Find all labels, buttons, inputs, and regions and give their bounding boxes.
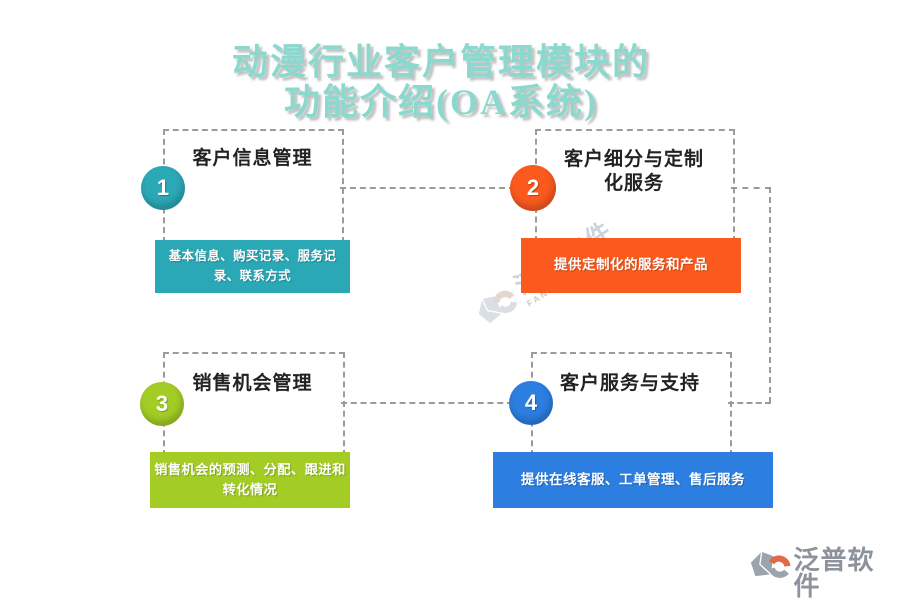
section-3-number-badge: 3 <box>140 382 184 426</box>
section-1-detail-box: 基本信息、购买记录、服务记录、联系方式 <box>155 240 350 293</box>
section-4-number-badge: 4 <box>509 381 553 425</box>
section-2-detail-box: 提供定制化的服务和产品 <box>521 238 741 293</box>
section-3-number: 3 <box>155 391 169 416</box>
footer-brand: 泛普软件 <box>793 546 875 600</box>
section-3-heading: 销售机会管理 <box>192 373 313 394</box>
connector-section1-to-section2 <box>340 187 515 189</box>
section-4-panel <box>531 352 732 456</box>
section-3-detail-text: 销售机会的预测、分配、跟进和转化情况 <box>154 461 346 497</box>
section-1-heading: 客户信息管理 <box>192 148 313 169</box>
section-3-panel <box>163 352 345 456</box>
connector-section2-to-section4-vertical <box>769 187 771 403</box>
connector-section2-right-segment <box>731 187 771 189</box>
section-4-heading: 客户服务与支持 <box>559 373 700 394</box>
connector-section4-right-segment <box>728 402 771 404</box>
section-4-number: 4 <box>524 390 538 415</box>
fanpu-watermark-icon <box>478 290 518 324</box>
section-1-number: 1 <box>156 175 170 200</box>
page-title-line-1: 动漫行业客户管理模块的 <box>231 42 650 82</box>
section-3-detail-box: 销售机会的预测、分配、跟进和转化情况 <box>150 452 350 508</box>
section-1-detail-text: 基本信息、购买记录、服务记录、联系方式 <box>168 249 337 283</box>
connector-section3-to-section4 <box>341 402 513 404</box>
page-title-line-2: 功能介绍(OA系统) <box>284 82 598 122</box>
section-4-detail-box: 提供在线客服、工单管理、售后服务 <box>493 452 773 508</box>
section-2-heading: 客户细分与定制化服务 <box>563 149 704 194</box>
watermark: 泛普软件 FANPU SOFTWARE <box>470 215 627 336</box>
footer-logo: 泛普软件 www.fanpusoft.com <box>750 548 900 600</box>
section-2-number: 2 <box>526 175 540 200</box>
section-4-detail-text: 提供在线客服、工单管理、售后服务 <box>521 471 745 487</box>
page-title: 动漫行业客户管理模块的 功能介绍(OA系统) <box>0 42 882 122</box>
section-2-detail-text: 提供定制化的服务和产品 <box>554 257 708 273</box>
fanpu-logo-icon <box>750 551 791 578</box>
section-1-number-badge: 1 <box>141 166 185 210</box>
section-2-number-badge: 2 <box>510 165 556 211</box>
